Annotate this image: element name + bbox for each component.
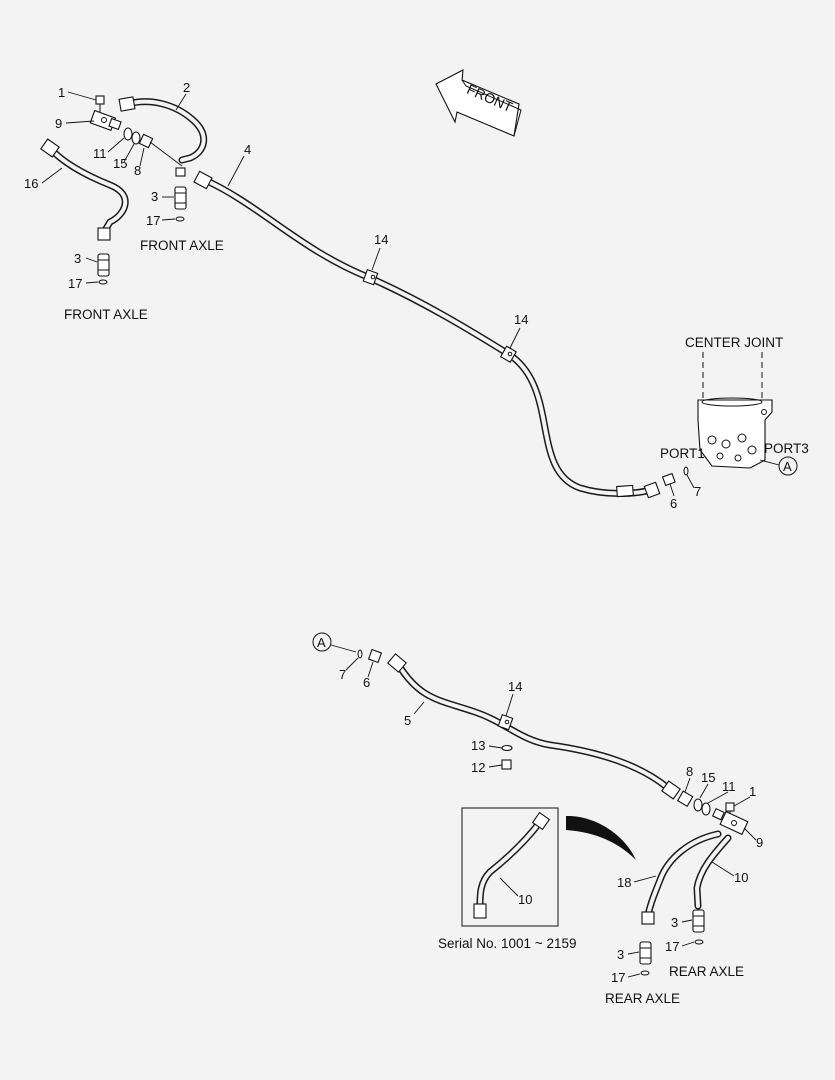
fitting-3-top-a xyxy=(174,167,187,210)
callout-15-bottom: 15 xyxy=(701,770,715,785)
tee-block-9-bottom xyxy=(719,810,749,836)
callout-6-bottom: 6 xyxy=(363,675,370,690)
callout-17-bottom-a: 17 xyxy=(665,939,679,954)
callout-9-top: 9 xyxy=(55,116,62,131)
inset-pointer-arrow xyxy=(566,815,636,860)
caption-front-axle-2: FRONT AXLE xyxy=(64,307,148,322)
caption-front-axle-1: FRONT AXLE xyxy=(140,238,224,253)
callout-8-bottom: 8 xyxy=(686,764,693,779)
ref-mark-a-bottom-label: A xyxy=(317,635,326,650)
ref-mark-a-top-label: A xyxy=(783,459,792,474)
hose-5 xyxy=(387,653,681,800)
fitting-6-top xyxy=(643,472,676,499)
hose-2 xyxy=(118,96,207,164)
callout-17-top-b: 17 xyxy=(68,276,82,291)
washers-bottom xyxy=(676,790,725,821)
fitting-6-bottom xyxy=(367,648,383,664)
oring-17-bottom-b xyxy=(640,970,650,976)
callout-3-top-a: 3 xyxy=(151,189,158,204)
washers-top xyxy=(123,127,154,149)
bolt-1-top xyxy=(95,95,105,112)
callout-7-bottom: 7 xyxy=(339,667,346,682)
callout-3-bottom-b: 3 xyxy=(617,947,624,962)
callout-17-bottom-b: 17 xyxy=(611,970,625,985)
clamp-14-c xyxy=(497,713,514,731)
callout-1-bottom: 1 xyxy=(749,784,756,799)
center-joint xyxy=(697,352,773,469)
hose-16 xyxy=(40,138,129,241)
caption-center-joint: CENTER JOINT xyxy=(685,335,783,350)
callout-14-a: 14 xyxy=(374,232,388,247)
caption-serial: Serial No. 1001 ~ 2159 xyxy=(438,936,576,951)
bottom-leaders xyxy=(345,657,757,978)
caption-port3: PORT3 xyxy=(764,441,809,456)
callout-4: 4 xyxy=(244,142,251,157)
clamp-14-b xyxy=(499,345,517,363)
fitting-3-bottom-a xyxy=(692,909,705,933)
callout-8-top: 8 xyxy=(134,163,141,178)
callout-15-top: 15 xyxy=(113,156,127,171)
callout-14-c: 14 xyxy=(508,679,522,694)
washer-13 xyxy=(501,744,513,752)
clamp-14-a xyxy=(362,268,379,286)
fitting-3-top-b xyxy=(97,253,110,277)
oring-7-top xyxy=(683,466,689,476)
callout-12: 12 xyxy=(471,760,485,775)
top-leaders xyxy=(41,91,695,497)
fitting-3-bottom-b xyxy=(639,941,652,965)
oring-17-bottom-a xyxy=(694,939,704,945)
bolt-12 xyxy=(501,759,512,770)
caption-port1: PORT1 xyxy=(660,446,705,461)
hose-4 xyxy=(193,170,654,498)
callout-3-bottom-a: 3 xyxy=(671,915,678,930)
callout-10-rear: 10 xyxy=(734,870,748,885)
callout-18: 18 xyxy=(617,875,631,890)
callout-1-top: 1 xyxy=(58,85,65,100)
caption-rear-axle-2: REAR AXLE xyxy=(605,991,680,1006)
tee-block-9-top xyxy=(89,109,122,132)
front-direction-arrow: FRONT xyxy=(435,69,522,137)
callout-11-bottom: 11 xyxy=(722,779,736,794)
ref-mark-a-top: A xyxy=(759,456,798,476)
callout-6-top: 6 xyxy=(670,496,677,511)
callout-17-top-a: 17 xyxy=(146,213,160,228)
oring-7-bottom xyxy=(357,649,363,659)
callout-10-inset: 10 xyxy=(518,892,532,907)
oring-17-top-b xyxy=(98,279,108,285)
callout-5: 5 xyxy=(404,713,411,728)
callout-3-top-b: 3 xyxy=(74,251,81,266)
callout-13: 13 xyxy=(471,738,485,753)
inset-box xyxy=(461,807,559,927)
callout-2-top: 2 xyxy=(183,80,190,95)
callout-9-bottom: 9 xyxy=(756,835,763,850)
hose-10-rear xyxy=(693,834,732,910)
callout-7-top: 7 xyxy=(694,484,701,499)
callout-14-b: 14 xyxy=(514,312,528,327)
callout-16-top: 16 xyxy=(24,176,38,191)
ref-mark-a-bottom: A xyxy=(312,632,357,653)
oring-17-top-a xyxy=(175,216,185,222)
caption-rear-axle-1: REAR AXLE xyxy=(669,964,744,979)
hose-18 xyxy=(641,830,722,925)
callout-11-top: 11 xyxy=(93,146,107,161)
